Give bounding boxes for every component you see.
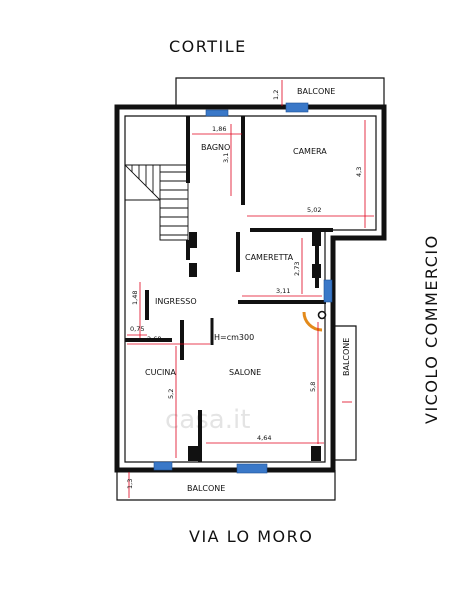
door-arc [302, 311, 323, 332]
dim-ingresso-depth: 1,48 [131, 291, 139, 305]
dim-balcone-top: 1,2 [272, 90, 280, 100]
label-salone: SALONE [229, 368, 261, 377]
dim-ingresso-offset: 0,75 [130, 325, 144, 333]
dim-cucina-width: 2,68 [147, 335, 161, 343]
dim-salone-depth: 5,8 [309, 382, 317, 392]
label-bagno: BAGNO [201, 143, 230, 152]
label-balcone-top: BALCONE [297, 87, 335, 96]
label-balcone-right: BALCONE [342, 338, 351, 376]
dim-salone-width: 4,64 [257, 434, 271, 442]
walls [114, 77, 387, 501]
dim-camera-depth: 4,3 [355, 167, 363, 177]
label-cameretta: CAMERETTA [245, 253, 294, 262]
label-cucina: CUCINA [145, 368, 176, 377]
label-height-note: H=cm300 [214, 333, 254, 342]
street-vicolo-commercio: VICOLO COMMERCIO [422, 234, 441, 424]
staircase [124, 164, 189, 241]
label-camera: CAMERA [293, 147, 327, 156]
dim-cameretta-depth: 2,73 [293, 262, 301, 276]
dim-camera-width: 5,02 [307, 206, 321, 214]
street-cortile: CORTILE [169, 37, 247, 56]
dim-bagno-width: 1,86 [212, 125, 226, 133]
dimension-lines [127, 80, 374, 498]
dim-cameretta-width: 3,11 [276, 287, 290, 295]
windows [153, 102, 333, 474]
street-via-lo-moro: VIA LO MORO [189, 527, 313, 546]
door-hinge [317, 310, 327, 320]
dim-cucina-depth: 5,2 [167, 389, 175, 399]
watermark-text: casa.it [165, 405, 250, 435]
label-ingresso: INGRESSO [155, 297, 197, 306]
dim-balcone-bottom: 1,3 [126, 479, 134, 489]
label-balcone-bottom: BALCONE [187, 484, 225, 493]
dim-bagno-depth: 3,1 [222, 153, 230, 163]
pillars [188, 232, 321, 461]
